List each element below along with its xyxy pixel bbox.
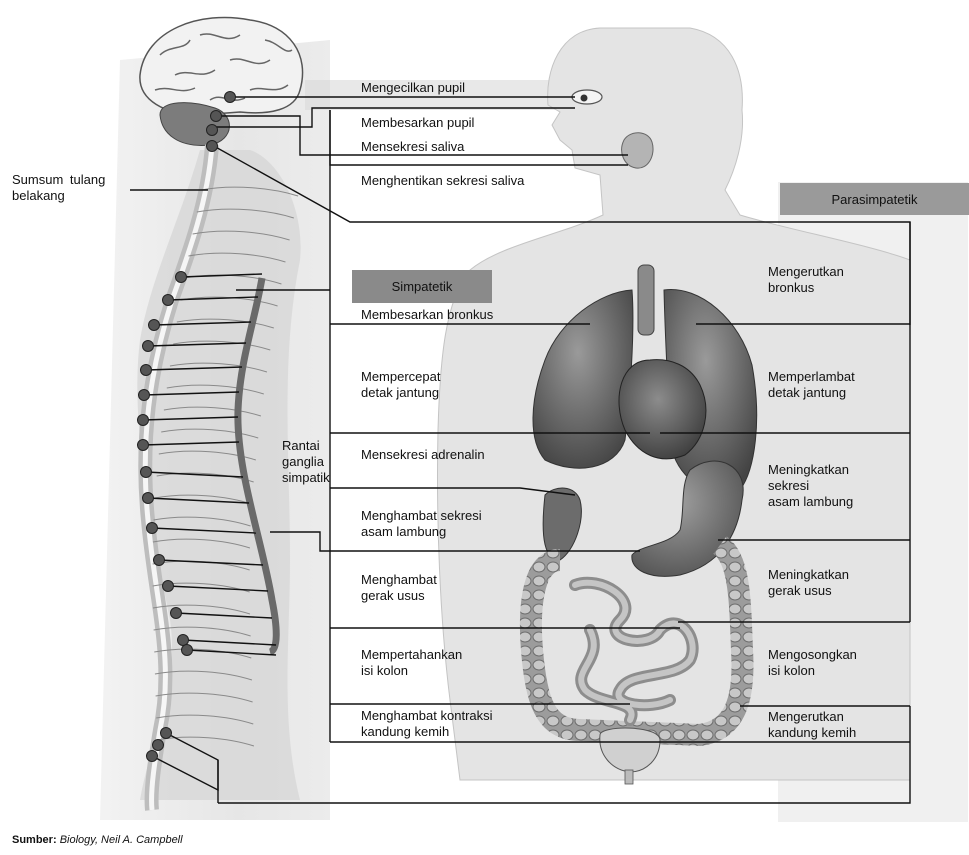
- label-bronchi-dilate: Membesarkan bronkus: [361, 307, 494, 322]
- source-prefix: Sumber:: [12, 834, 57, 846]
- ganglion-dot: [162, 580, 174, 592]
- label-bladder-inhibit: Menghambat kontraksi kandung kemih: [361, 708, 493, 739]
- ganglion-connector: [145, 471, 244, 478]
- ganglion-connector: [167, 296, 259, 301]
- label-heart-slow: Memperlambat detak jantung: [768, 369, 855, 400]
- label-adrenaline: Mensekresi adrenalin: [361, 447, 485, 462]
- sympathetic-ganglia-chain: [234, 277, 280, 656]
- ganglion-connector: [142, 441, 240, 446]
- heart-icon: [618, 359, 707, 460]
- ganglion-dot: [138, 389, 150, 401]
- ganglion-dot: [175, 271, 187, 283]
- bladder-icon: [599, 727, 661, 785]
- ganglion-connector: [142, 416, 239, 421]
- label-gut-increase: Meningkatkan gerak usus: [768, 567, 849, 598]
- ganglion-dot: [142, 492, 154, 504]
- ganglion-connector: [147, 497, 250, 504]
- label-colon-retain: Mempertahankan isi kolon: [361, 647, 463, 678]
- ganglion-dot: [137, 414, 149, 426]
- parasympathetic-banner: Parasimpatetik: [831, 191, 918, 207]
- salivary-gland-icon: [621, 132, 654, 169]
- source-citation-text: Biology, Neil A. Campbell: [59, 834, 183, 846]
- cranial-nerve-dot: [206, 140, 218, 152]
- label-stomach-increase: Meningkatkan sekresi asam lambung: [768, 462, 854, 509]
- ganglion-dot: [152, 739, 164, 751]
- ganglion-dot: [146, 750, 158, 762]
- source-citation: Sumber: Biology, Neil A. Campbell: [12, 834, 183, 846]
- label-pupil-dilate: Membesarkan pupil: [361, 115, 475, 130]
- ganglion-dot: [148, 319, 160, 331]
- ganglion-dot: [142, 340, 154, 352]
- ganglion-connector: [147, 342, 247, 347]
- parasympathetic-banner-bg: [780, 183, 969, 215]
- ganglion-connector: [180, 273, 263, 278]
- label-colon-empty: Mengosongkan isi kolon: [768, 647, 857, 678]
- stomach-icon: [542, 460, 744, 577]
- ganglion-connector: [145, 366, 243, 371]
- ganglion-dot: [162, 294, 174, 306]
- sympathetic-banner: Simpatetik: [391, 279, 453, 294]
- label-saliva-secrete: Mensekresi saliva: [361, 139, 465, 154]
- label-saliva-stop: Menghentikan sekresi saliva: [361, 173, 525, 188]
- label-ganglia-chain: Rantai ganglia simpatik: [282, 438, 330, 485]
- ganglion-dot: [160, 727, 172, 739]
- ganglion-dot: [153, 554, 165, 566]
- ganglion-connector: [143, 391, 240, 396]
- label-pupil-constrict: Mengecilkan pupil: [361, 80, 466, 95]
- lungs-icon: [532, 264, 758, 494]
- ganglion-dot: [170, 607, 182, 619]
- spinal-ganglia: [137, 91, 277, 762]
- ganglion-connector: [186, 649, 277, 656]
- ganglion-connector: [151, 527, 257, 534]
- cranial-nerve-dot: [206, 124, 218, 136]
- label-heart-accelerate: Mempercepat detak jantung: [361, 369, 441, 400]
- cranial-nerve-dot: [224, 91, 236, 103]
- label-bronchi-constrict: Mengerutkan bronkus: [768, 264, 844, 295]
- nerve-lines: [130, 96, 911, 804]
- sympathetic-banner-bg: [352, 270, 492, 303]
- cranial-nerve-dot: [210, 110, 222, 122]
- eye-icon: [571, 89, 603, 105]
- label-stomach-inhibit: Menghambat sekresi asam lambung: [361, 508, 482, 539]
- ganglion-connector: [158, 559, 264, 566]
- label-bladder-contract: Mengerutkan kandung kemih: [768, 709, 857, 740]
- ganglion-dot: [140, 364, 152, 376]
- label-spinal-cord: Sumsum tulang belakang: [12, 172, 106, 203]
- ganglion-connector: [175, 612, 273, 619]
- ganglion-dot: [137, 439, 149, 451]
- ganglion-dot: [181, 644, 193, 656]
- ganglion-dot: [146, 522, 158, 534]
- label-gut-inhibit: Menghambat gerak usus: [361, 572, 437, 603]
- ganglion-connector: [153, 321, 252, 326]
- ganglion-dot: [177, 634, 189, 646]
- ganglion-connector: [182, 639, 277, 646]
- ganglion-connector: [167, 585, 269, 592]
- ganglion-dot: [140, 466, 152, 478]
